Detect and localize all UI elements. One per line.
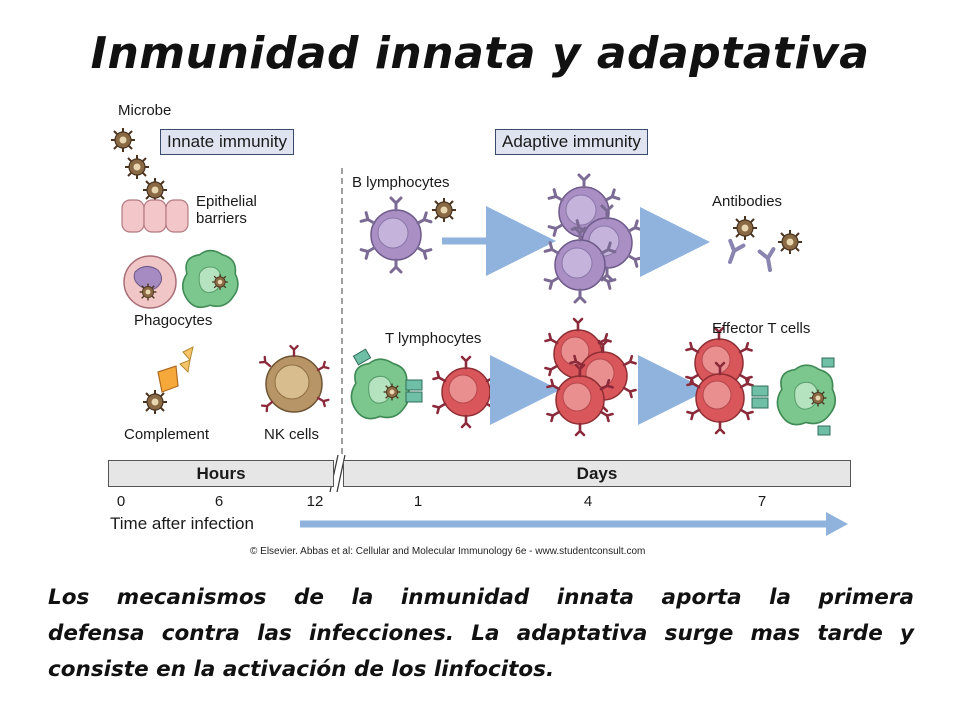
complement-icon bbox=[142, 346, 194, 415]
antibodies-icon bbox=[721, 215, 803, 274]
caption-line-3: consiste en la activación de los linfoci… bbox=[48, 657, 555, 682]
adaptive-immunity-box: Adaptive immunity bbox=[495, 129, 648, 155]
caption-text: Los mecanismos de la inmunidad innata ap… bbox=[48, 580, 914, 688]
microbe-label: Microbe bbox=[118, 102, 172, 119]
tick-6h: 6 bbox=[214, 493, 224, 510]
phagocyte-neutrophil-icon bbox=[123, 255, 177, 309]
b-cell-clone-icon bbox=[545, 175, 642, 302]
caption-line-1: Los mecanismos de la inmunidad innata ap… bbox=[48, 585, 914, 610]
caption-line-2: defensa contra las infecciones. La adapt… bbox=[48, 621, 914, 646]
effector-t-cells-label: Effector T cells bbox=[712, 320, 811, 337]
antibodies-label: Antibodies bbox=[712, 193, 783, 210]
b-lymphocytes-label: B lymphocytes bbox=[352, 174, 450, 191]
time-after-infection-label: Time after infection bbox=[110, 514, 254, 533]
tick-4d: 4 bbox=[583, 493, 593, 510]
nk-cell-icon bbox=[258, 344, 330, 413]
phagocytes-label: Phagocytes bbox=[134, 312, 213, 329]
nk-cells-label: NK cells bbox=[264, 426, 320, 443]
phagocyte-macrophage-icon bbox=[181, 249, 239, 309]
epithelial-barrier-icon bbox=[121, 199, 189, 233]
epithelial-label-line2: barriers bbox=[196, 210, 247, 227]
hours-bar: Hours bbox=[108, 460, 334, 487]
copyright-credit: © Elsevier. Abbas et al: Cellular and Mo… bbox=[250, 546, 646, 557]
effector-t-cells-icon bbox=[686, 328, 837, 436]
t-lymphocytes-label: T lymphocytes bbox=[385, 330, 482, 347]
microbe-icon bbox=[110, 127, 168, 203]
tick-12h: 12 bbox=[306, 493, 324, 510]
t-cell-clone-icon bbox=[545, 319, 635, 435]
page-title: Inmunidad innata y adaptativa bbox=[90, 28, 870, 79]
tick-1d: 1 bbox=[413, 493, 423, 510]
innate-immunity-box: Innate immunity bbox=[160, 129, 294, 155]
time-arrow-head bbox=[826, 512, 848, 536]
b-lymphocyte-icon bbox=[361, 197, 457, 272]
complement-label: Complement bbox=[124, 426, 210, 443]
epithelial-label-line1: Epithelial bbox=[196, 193, 257, 210]
tick-0h: 0 bbox=[116, 493, 126, 510]
days-bar: Days bbox=[343, 460, 851, 487]
t-cell-activation-icon bbox=[350, 348, 498, 427]
tick-7d: 7 bbox=[757, 493, 767, 510]
